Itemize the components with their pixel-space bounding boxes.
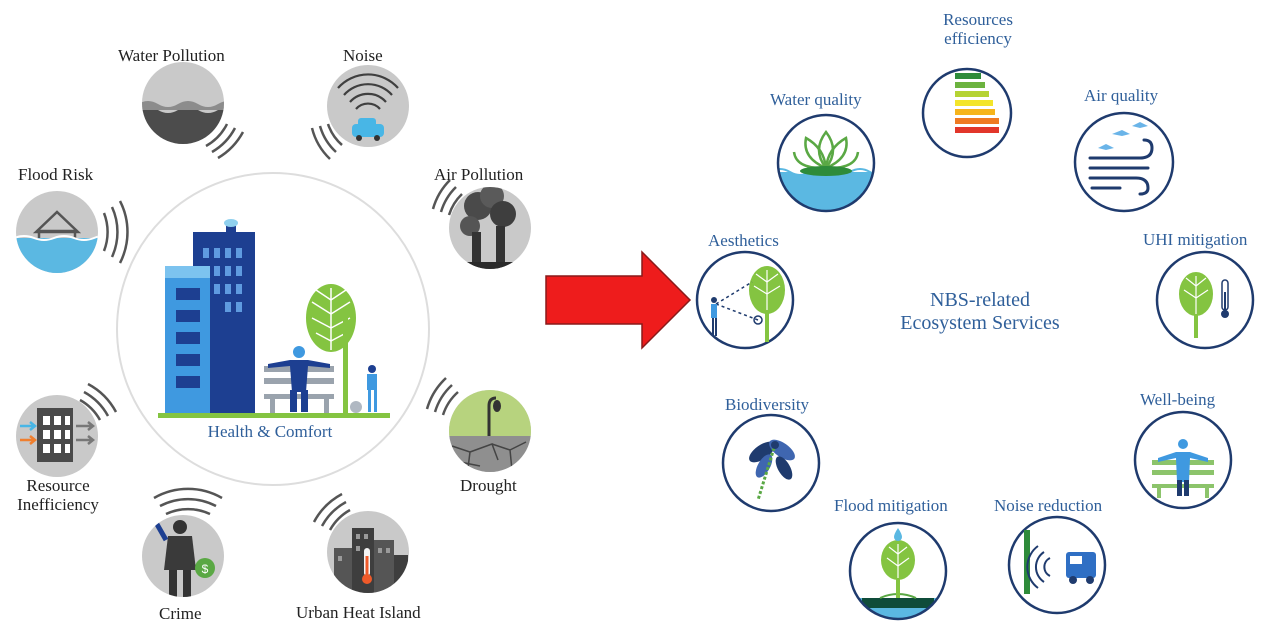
label-resource-inefficiency: Resource Inefficiency [8, 476, 108, 514]
label-urban-heat-island: Urban Heat Island [296, 603, 421, 622]
air-quality-icon [1073, 111, 1175, 213]
svg-text:$: $ [202, 562, 209, 576]
label-air-pollution: Air Pollution [434, 165, 524, 184]
label-noise-reduction: Noise reduction [994, 496, 1103, 515]
label-air-quality: Air quality [1084, 86, 1159, 105]
label-resources-line1: Resources [943, 10, 1013, 29]
label-well-being: Well-being [1140, 390, 1216, 409]
label-aesthetics: Aesthetics [708, 231, 779, 250]
air-pollution-icon [431, 179, 531, 269]
city-illustration [158, 219, 390, 418]
crime-icon: $ [142, 487, 224, 597]
label-drought: Drought [460, 476, 517, 495]
noise-reduction-icon [1007, 515, 1107, 615]
flood-risk-icon [16, 191, 129, 273]
drought-icon [425, 377, 531, 472]
label-biodiversity: Biodiversity [725, 395, 810, 414]
label-resources-line2: efficiency [944, 29, 1012, 48]
label-flood-risk: Flood Risk [18, 165, 94, 184]
nbs-title-line1: NBS-related [930, 289, 1030, 311]
label-flood-mitigation: Flood mitigation [834, 496, 948, 515]
label-water-quality: Water quality [770, 90, 862, 109]
well-being-icon [1133, 410, 1233, 510]
health-comfort-circle [116, 172, 430, 486]
uhi-mitigation-icon [1155, 250, 1255, 350]
label-resource-line2: Inefficiency [17, 495, 99, 514]
nbs-title-line2: Ecosystem Services [900, 312, 1060, 334]
transition-arrow [545, 250, 692, 350]
resource-inefficiency-icon [16, 382, 118, 477]
label-health-comfort: Health & Comfort [207, 422, 333, 441]
biodiversity-icon [721, 413, 821, 513]
resources-efficiency-icon [921, 67, 1013, 159]
noise-icon [310, 65, 409, 160]
label-water-pollution: Water Pollution [118, 46, 225, 65]
water-pollution-icon [142, 62, 245, 160]
aesthetics-icon [695, 250, 795, 350]
label-resource-line1: Resource [26, 476, 90, 495]
label-noise: Noise [343, 46, 383, 65]
label-uhi-mitigation: UHI mitigation [1143, 230, 1248, 249]
flood-mitigation-icon [848, 521, 948, 621]
water-quality-icon [776, 113, 876, 213]
urban-heat-island-icon [312, 492, 409, 593]
label-crime: Crime [159, 604, 202, 623]
label-resources-efficiency: Resources efficiency [920, 10, 1036, 48]
nbs-title: NBS-related Ecosystem Services [880, 289, 1080, 335]
